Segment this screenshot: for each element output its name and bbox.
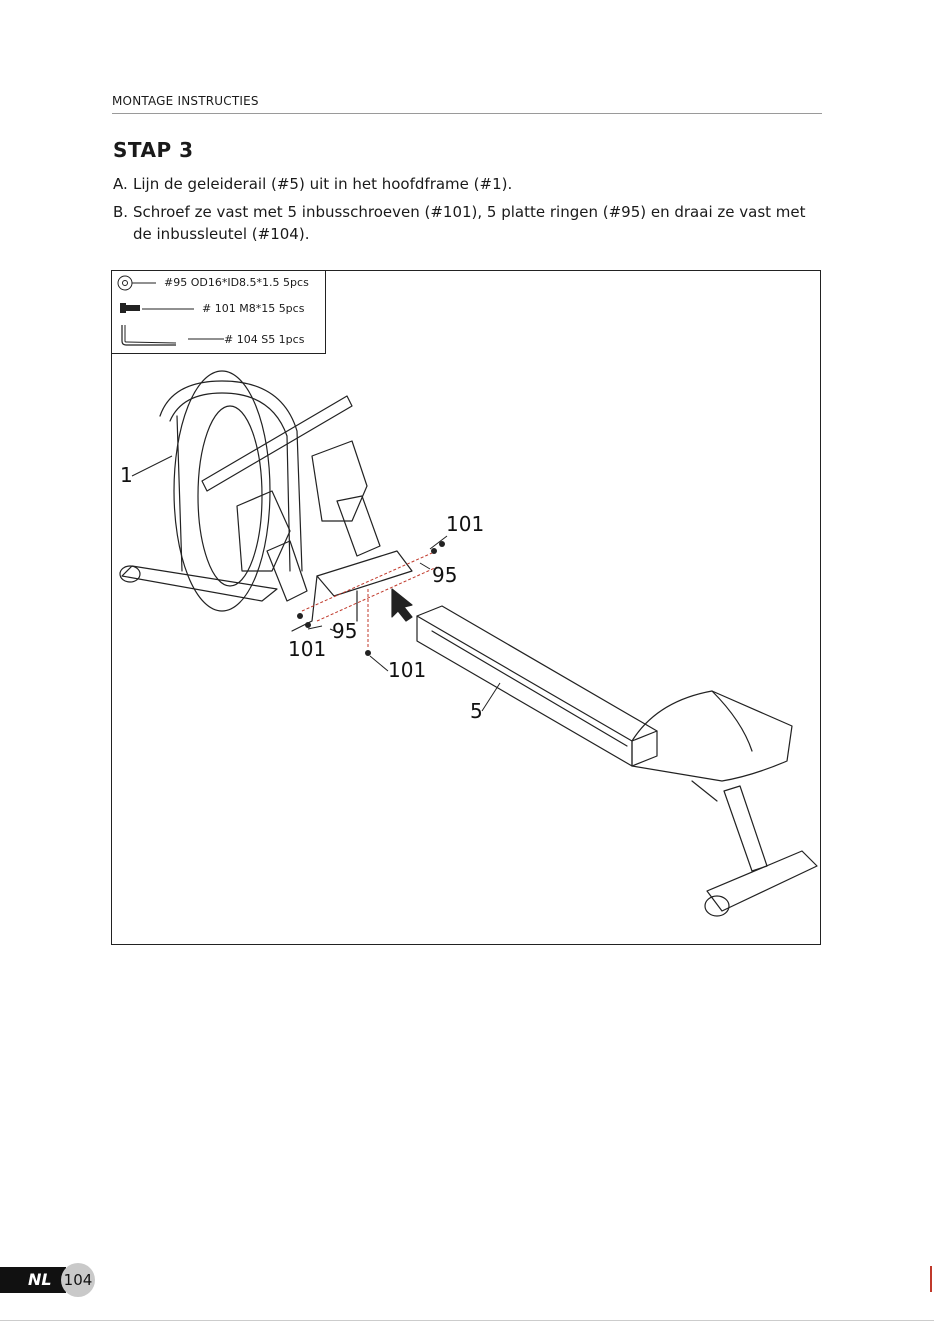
instruction-b-letter: B. (113, 201, 133, 223)
instruction-b-text-line1: Schroef ze vast met 5 inbusschroeven (#1… (133, 203, 806, 221)
callout-bolt-left: 101 (288, 637, 326, 661)
part-label-95: #95 OD16*ID8.5*1.5 5pcs (164, 276, 309, 289)
section-header: MONTAGE INSTRUCTIES (112, 94, 259, 108)
step-title: STAP 3 (113, 138, 194, 162)
rear-leg (724, 786, 767, 871)
assembly-figure: #95 OD16*ID8.5*1.5 5pcs # 101 M8*15 5pcs… (111, 270, 821, 945)
parts-list: #95 OD16*ID8.5*1.5 5pcs # 101 M8*15 5pcs… (112, 271, 326, 354)
footer-divider (0, 1320, 934, 1321)
instruction-a: A.Lijn de geleiderail (#5) uit in het ho… (113, 173, 843, 195)
callout-washer-left: 95 (332, 619, 357, 643)
seat (632, 691, 792, 781)
part-row-95: #95 OD16*ID8.5*1.5 5pcs (112, 271, 326, 295)
instruction-b-text-line2: de inbussleutel (#104). (113, 223, 843, 245)
callout-frame: 1 (120, 463, 133, 487)
direction-arrow (392, 589, 412, 621)
header-divider (112, 113, 822, 114)
guide-rail (417, 616, 632, 766)
callout-washer-right: 95 (432, 563, 457, 587)
callout-bolt-bottom: 101 (388, 658, 426, 682)
bolt-icon (116, 297, 196, 321)
allen-key-icon (116, 323, 226, 349)
handle-bar (202, 396, 352, 491)
callout-bolt-top: 101 (446, 512, 484, 536)
part-row-101: # 101 M8*15 5pcs (112, 297, 326, 321)
washer-icon (116, 271, 156, 295)
language-badge: NL (0, 1267, 66, 1293)
mount-bracket (317, 551, 412, 596)
part-label-101: # 101 M8*15 5pcs (202, 302, 304, 315)
page-number: 104 (61, 1263, 95, 1297)
rower-drawing (112, 271, 820, 944)
instruction-b: B.Schroef ze vast met 5 inbusschroeven (… (113, 201, 843, 245)
footer-accent-mark (930, 1266, 932, 1292)
instruction-a-text: Lijn de geleiderail (#5) uit in het hoof… (133, 175, 512, 193)
callout-rail: 5 (470, 699, 483, 723)
foot-plate-left (237, 491, 290, 571)
part-label-104: # 104 S5 1pcs (224, 333, 304, 346)
part-row-104: # 104 S5 1pcs (112, 323, 326, 347)
instruction-a-letter: A. (113, 173, 133, 195)
rear-stabilizer (707, 851, 817, 911)
